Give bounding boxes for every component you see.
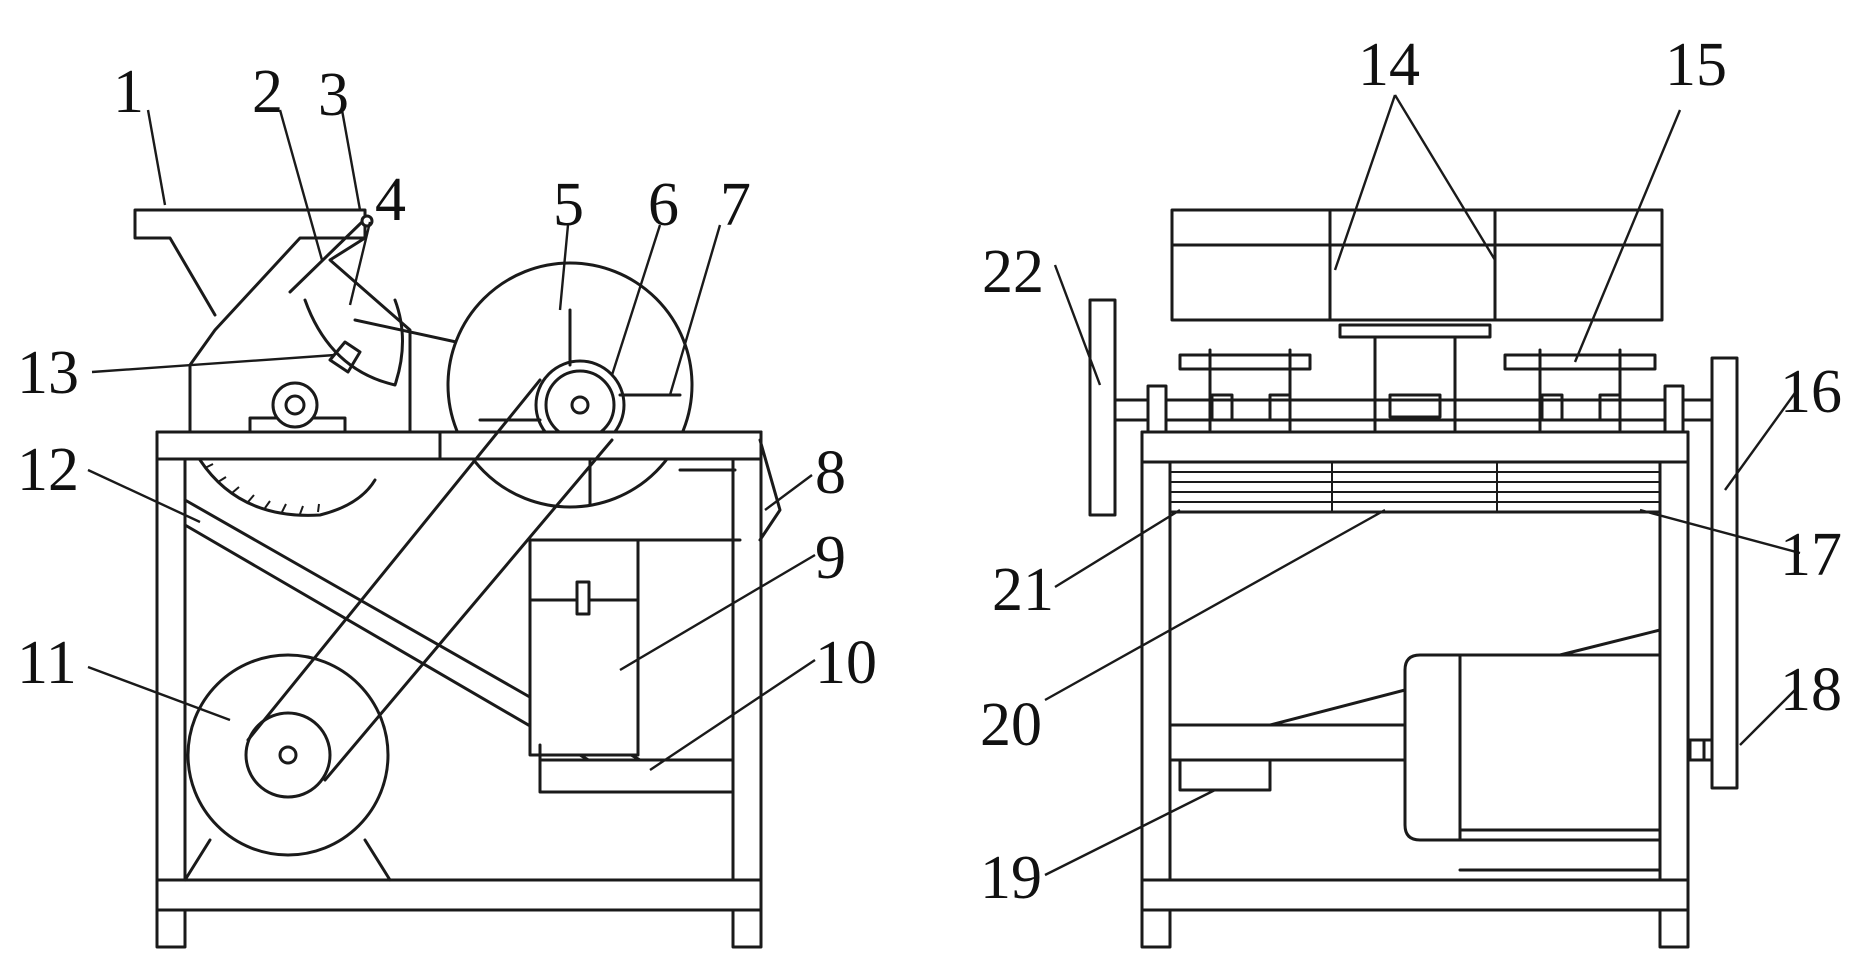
housing-divisions	[1170, 208, 1664, 322]
front-top-beam	[1140, 430, 1690, 464]
main-shaft	[1113, 398, 1722, 422]
leader-7	[668, 224, 722, 396]
leader-18	[1739, 689, 1796, 746]
leader-8	[764, 474, 813, 511]
base-block	[1178, 758, 1272, 792]
discharge-spout	[758, 438, 782, 542]
leader-10	[649, 659, 816, 771]
shaft-collar-left	[1146, 384, 1168, 434]
label-6: 6	[648, 171, 679, 239]
part-labels: 1 2 3 4 5 6 7 8 9 10 11 12 13 14 15 16 1…	[17, 31, 1842, 912]
roller-lines	[1170, 462, 1660, 512]
tray-lip	[538, 743, 602, 762]
leader-14	[1333, 94, 1497, 271]
pulley-right	[1710, 356, 1739, 790]
label-11: 11	[17, 629, 77, 697]
hopper-side	[133, 208, 217, 317]
front-leg-right	[1658, 430, 1690, 949]
label-3: 3	[318, 61, 349, 129]
leader-9	[619, 553, 816, 672]
leader-17	[1639, 508, 1801, 555]
leader-6	[610, 224, 662, 376]
label-17: 17	[1780, 521, 1842, 589]
toothed-concave	[198, 458, 377, 517]
roller-bank	[1168, 460, 1662, 514]
label-20: 20	[980, 691, 1042, 759]
feed-plate	[288, 220, 364, 294]
label-4: 4	[375, 166, 406, 234]
label-21: 21	[992, 556, 1054, 624]
leader-20	[1044, 508, 1386, 702]
leader-21	[1054, 508, 1181, 589]
front-leg-left	[1140, 430, 1172, 949]
wheel-blades	[478, 308, 682, 507]
blade-bar-left	[1178, 353, 1312, 371]
label-2: 2	[252, 58, 283, 126]
blade-assembly-middle	[1338, 323, 1492, 432]
label-15: 15	[1665, 31, 1727, 99]
drive-pulley-bore	[570, 395, 590, 415]
motor-belt	[1268, 628, 1662, 727]
outlet-box	[528, 538, 640, 757]
label-18: 18	[1780, 656, 1842, 724]
front-view	[1088, 208, 1739, 949]
blade-bar-middle	[1338, 323, 1492, 339]
front-bottom-beam	[1140, 878, 1690, 912]
leader-16	[1724, 392, 1796, 491]
drive-belt	[246, 378, 614, 782]
leader-lines	[87, 94, 1801, 877]
leader-3	[340, 109, 362, 211]
blade-clamp-middle	[1388, 393, 1442, 419]
label-22: 22	[982, 238, 1044, 306]
blade-assembly-right	[1503, 348, 1657, 432]
leader-22	[1053, 264, 1102, 386]
frame-leg-right	[731, 430, 763, 949]
collection-tray	[538, 758, 735, 794]
leader-13	[91, 353, 336, 374]
leader-5	[558, 224, 570, 311]
blade-bar-right	[1503, 353, 1657, 371]
label-10: 10	[815, 629, 877, 697]
adjust-block	[328, 340, 362, 374]
frame-bottom-beam	[155, 878, 763, 912]
shaft-collar-right	[1663, 384, 1685, 434]
label-12: 12	[17, 436, 79, 504]
label-5: 5	[553, 171, 584, 239]
label-13: 13	[17, 339, 79, 407]
leader-11	[87, 665, 231, 722]
label-16: 16	[1780, 358, 1842, 426]
blade-assembly-left	[1178, 348, 1312, 432]
label-9: 9	[815, 524, 846, 592]
leader-15	[1573, 109, 1682, 363]
leader-4	[348, 221, 372, 306]
motor-details	[1458, 653, 1662, 872]
motor-shaft-collar	[1688, 738, 1706, 762]
leader-1	[146, 109, 167, 206]
top-housing	[1170, 208, 1664, 322]
outlet-handle	[575, 580, 591, 616]
motor-body	[1403, 653, 1662, 842]
label-1: 1	[113, 58, 144, 126]
label-7: 7	[720, 171, 751, 239]
motor-shaft	[1168, 723, 1407, 762]
motor-pulley-bore	[278, 745, 298, 765]
concave-teeth	[204, 463, 320, 515]
motor-mount	[183, 838, 392, 882]
crushing-chamber	[303, 298, 404, 387]
leader-2	[278, 109, 324, 261]
leader-12	[87, 468, 201, 524]
side-view	[133, 208, 782, 949]
bearing-bore	[284, 394, 306, 416]
frame-leg-left	[155, 430, 187, 949]
leader-19	[1044, 788, 1216, 877]
blade-posts-middle	[1373, 335, 1457, 432]
flywheel-left	[1088, 298, 1117, 517]
label-8: 8	[815, 439, 846, 507]
label-14: 14	[1358, 31, 1420, 99]
label-19: 19	[980, 844, 1042, 912]
chamber-link	[353, 318, 472, 347]
